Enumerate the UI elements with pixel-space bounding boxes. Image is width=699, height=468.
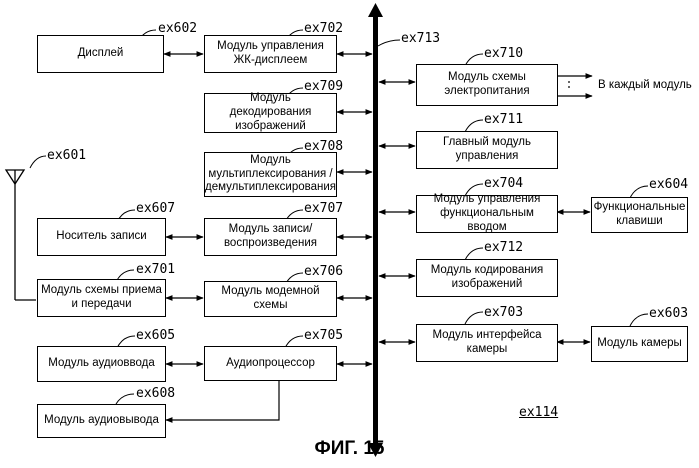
figure-caption: ФИГ. 15 — [0, 438, 699, 460]
storage-block: Носитель записи — [37, 218, 166, 256]
main-control-ref: ex711 — [484, 112, 523, 127]
bus-ref: ex713 — [401, 31, 440, 46]
lcd-control-ref: ex702 — [304, 21, 343, 36]
camera-ref: ex603 — [649, 306, 688, 321]
image-encode-ref: ex712 — [484, 240, 523, 255]
main-bus — [368, 3, 383, 457]
image-decode-block: Модуль декодирования изображений — [204, 93, 337, 133]
audio-processor-ref: ex705 — [304, 328, 343, 343]
record-play-ref: ex707 — [304, 201, 343, 216]
audio-processor-block: Аудиопроцессор — [204, 346, 337, 381]
storage-ref: ex607 — [136, 201, 175, 216]
audio-out-ref: ex608 — [136, 386, 175, 401]
txrx-ref: ex701 — [136, 262, 175, 277]
function-keys-block: Функциональные клавиши — [591, 197, 688, 233]
main-control-block: Главный модуль управления — [416, 131, 558, 169]
figure-ref: ex114 — [519, 405, 558, 420]
power-ref: ex710 — [484, 46, 523, 61]
function-keys-ref: ex604 — [649, 177, 688, 192]
modem-block: Модуль модемной схемы — [204, 281, 337, 317]
image-encode-block: Модуль кодирования изображений — [416, 259, 558, 297]
record-play-block: Модуль записи/воспроизведения — [204, 218, 337, 256]
audio-in-block: Модуль аудиоввода — [37, 346, 166, 382]
camera-interface-ref: ex703 — [484, 305, 523, 320]
each-module-label: В каждый модуль — [598, 79, 692, 91]
power-outputs — [558, 76, 592, 96]
audio-in-ref: ex605 — [136, 328, 175, 343]
camera-block: Модуль камеры — [591, 326, 688, 362]
camera-interface-block: Модуль интерфейса камеры — [416, 324, 558, 362]
display-block: Дисплей — [37, 35, 164, 73]
mux-ref: ex708 — [304, 139, 343, 154]
antenna-icon — [6, 170, 36, 300]
lcd-control-block: Модуль управления ЖК-дисплеем — [204, 35, 337, 73]
modem-ref: ex706 — [304, 264, 343, 279]
display-ref: ex602 — [158, 21, 197, 36]
mux-block: Модуль мультиплексирования / демультипле… — [204, 152, 337, 197]
antenna-ref: ex601 — [47, 148, 86, 163]
audio-out-path — [166, 381, 279, 420]
function-input-block: Модуль управления функциональным вводом — [416, 195, 558, 233]
audio-out-block: Модуль аудиовывода — [37, 404, 166, 438]
txrx-block: Модуль схемы приема и передачи — [37, 279, 166, 317]
function-input-ref: ex704 — [484, 176, 523, 191]
power-block: Модуль схемы электропитания — [416, 64, 558, 106]
image-decode-ref: ex709 — [304, 79, 343, 94]
